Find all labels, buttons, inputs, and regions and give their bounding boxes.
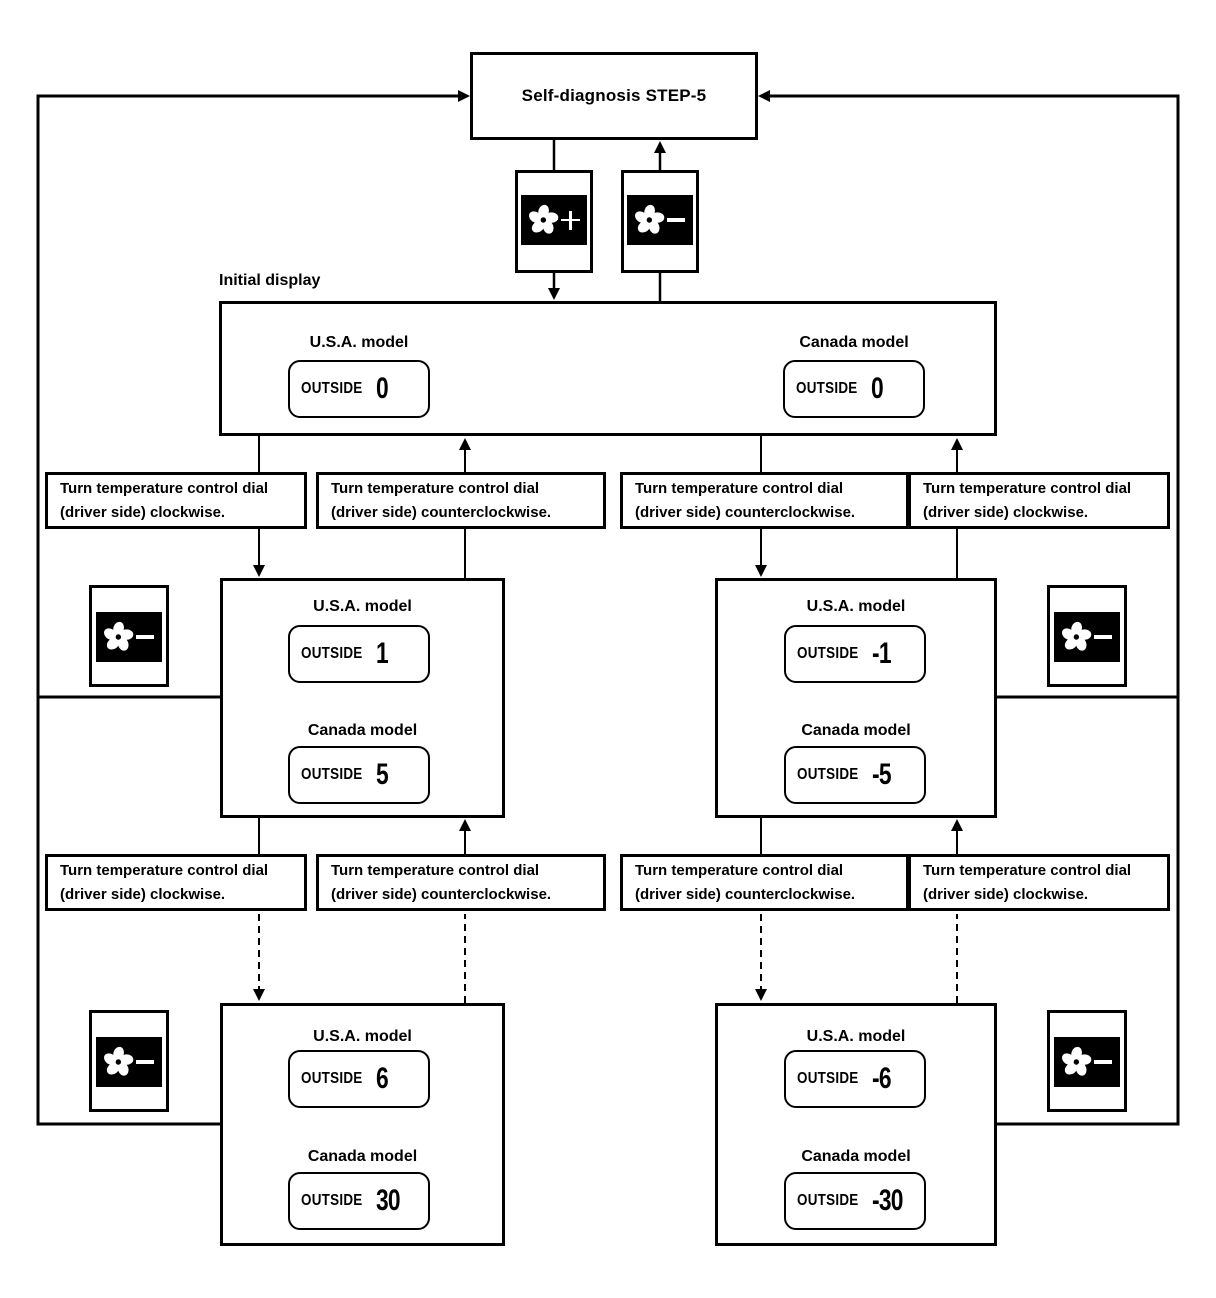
fan-icon [104, 621, 134, 651]
outside-word: OUTSIDE [301, 645, 363, 662]
fan-icon [635, 204, 665, 234]
instruction-ccw-4: Turn temperature control dial (driver si… [620, 854, 909, 911]
instruction-line2: (driver side) counterclockwise. [635, 885, 856, 903]
outside-value: 1 [376, 637, 389, 670]
instruction-line1: Turn temperature control dial [635, 479, 844, 497]
canada-model-label: Canada model [307, 722, 418, 739]
fan-down-panel [96, 612, 162, 662]
fan-down-button-mid-left [89, 585, 169, 687]
fan-down-panel [627, 195, 693, 245]
usa-model-label: U.S.A. model [806, 598, 906, 615]
outside-display-initial-canada: OUTSIDE 0 [783, 360, 925, 418]
canada-model-label: Canada model [307, 1148, 418, 1165]
instruction-line1: Turn temperature control dial [60, 861, 269, 879]
fan-down-panel [1054, 1037, 1120, 1087]
outside-value: 0 [871, 372, 884, 405]
instruction-line1: Turn temperature control dial [923, 479, 1132, 497]
fan-down-button-mid-right [1047, 585, 1127, 687]
usa-model-label: U.S.A. model [806, 1028, 906, 1045]
canada-model-label: Canada model [801, 722, 911, 739]
outside-word: OUTSIDE [301, 1070, 363, 1087]
usa-model-label: U.S.A. model [313, 598, 412, 615]
instruction-line2: (driver side) clockwise. [60, 885, 226, 903]
canada-model-label: Canada model [799, 334, 909, 351]
outside-value: -30 [872, 1184, 903, 1217]
fan-down-button-bottom-left [89, 1010, 169, 1112]
outside-value: -1 [872, 637, 892, 670]
fan-down-button-bottom-right [1047, 1010, 1127, 1112]
instruction-line2: (driver side) counterclockwise. [331, 885, 552, 903]
initial-display-label: Initial display [219, 272, 321, 289]
instruction-cw-4: Turn temperature control dial (driver si… [908, 854, 1170, 911]
fan-icon [104, 1046, 134, 1076]
usa-model-label: U.S.A. model [313, 1028, 412, 1045]
instruction-cw-3: Turn temperature control dial (driver si… [45, 854, 307, 911]
outside-word: OUTSIDE [301, 766, 363, 783]
outside-display-bottomright-canada: OUTSIDE -30 [784, 1172, 926, 1230]
fan-icon [1062, 621, 1092, 651]
canada-model-label: Canada model [801, 1148, 911, 1165]
self-diagnosis-step-box: Self-diagnosis STEP-5 [470, 52, 758, 140]
outside-word: OUTSIDE [301, 380, 363, 397]
outside-display-midright-usa: OUTSIDE -1 [784, 625, 926, 683]
outside-display-bottomright-usa: OUTSIDE -6 [784, 1050, 926, 1108]
usa-model-label: U.S.A. model [309, 334, 409, 351]
outside-value: -6 [872, 1062, 892, 1095]
instruction-line2: (driver side) counterclockwise. [331, 503, 552, 521]
instruction-line2: (driver side) clockwise. [60, 503, 226, 521]
outside-display-midright-canada: OUTSIDE -5 [784, 746, 926, 804]
instruction-cw-1: Turn temperature control dial (driver si… [45, 472, 307, 529]
outside-display-midleft-canada: OUTSIDE 5 [288, 746, 430, 804]
outside-word: OUTSIDE [796, 380, 858, 397]
page-title: Self-diagnosis STEP-5 [521, 86, 707, 105]
instruction-line1: Turn temperature control dial [331, 479, 540, 497]
instruction-ccw-2: Turn temperature control dial (driver si… [620, 472, 909, 529]
outside-word: OUTSIDE [797, 645, 859, 662]
initial-display-panel: U.S.A. model OUTSIDE 0 Canada model OUTS… [219, 301, 997, 436]
instruction-cw-2: Turn temperature control dial (driver si… [908, 472, 1170, 529]
instruction-line2: (driver side) counterclockwise. [635, 503, 856, 521]
outside-word: OUTSIDE [797, 1192, 859, 1209]
minus-icon [1093, 1060, 1112, 1064]
instruction-line1: Turn temperature control dial [60, 479, 269, 497]
outside-word: OUTSIDE [301, 1192, 363, 1209]
outside-value: 5 [376, 758, 389, 791]
outside-display-bottomleft-canada: OUTSIDE 30 [288, 1172, 430, 1230]
minus-icon [666, 218, 685, 222]
result-panel-mid-left: U.S.A. model OUTSIDE 1 Canada model OUTS… [220, 578, 505, 818]
outside-display-bottomleft-usa: OUTSIDE 6 [288, 1050, 430, 1108]
outside-word: OUTSIDE [797, 1070, 859, 1087]
fan-icon [529, 204, 559, 234]
fan-up-button [515, 170, 593, 273]
instruction-line1: Turn temperature control dial [923, 861, 1132, 879]
outside-value: 0 [376, 372, 389, 405]
minus-icon [1093, 635, 1112, 639]
fan-down-panel [1054, 612, 1120, 662]
instruction-line1: Turn temperature control dial [331, 861, 540, 879]
plus-icon [560, 210, 581, 230]
outside-value: 6 [376, 1062, 389, 1095]
fan-up-panel [521, 195, 587, 245]
result-panel-mid-right: U.S.A. model OUTSIDE -1 Canada model OUT… [715, 578, 997, 818]
outside-display-midleft-usa: OUTSIDE 1 [288, 625, 430, 683]
fan-icon [1062, 1046, 1092, 1076]
instruction-ccw-3: Turn temperature control dial (driver si… [316, 854, 606, 911]
outside-word: OUTSIDE [797, 766, 859, 783]
instruction-line2: (driver side) clockwise. [923, 503, 1089, 521]
minus-icon [135, 635, 154, 639]
result-panel-bottom-right: U.S.A. model OUTSIDE -6 Canada model OUT… [715, 1003, 997, 1246]
outside-display-initial-usa: OUTSIDE 0 [288, 360, 430, 418]
outside-value: -5 [872, 758, 892, 791]
instruction-line1: Turn temperature control dial [635, 861, 844, 879]
instruction-ccw-1: Turn temperature control dial (driver si… [316, 472, 606, 529]
outside-value: 30 [376, 1184, 401, 1217]
minus-icon [135, 1060, 154, 1064]
result-panel-bottom-left: U.S.A. model OUTSIDE 6 Canada model OUTS… [220, 1003, 505, 1246]
arrowheads [253, 90, 963, 1001]
fan-down-panel [96, 1037, 162, 1087]
instruction-line2: (driver side) clockwise. [923, 885, 1089, 903]
fan-down-button [621, 170, 699, 273]
